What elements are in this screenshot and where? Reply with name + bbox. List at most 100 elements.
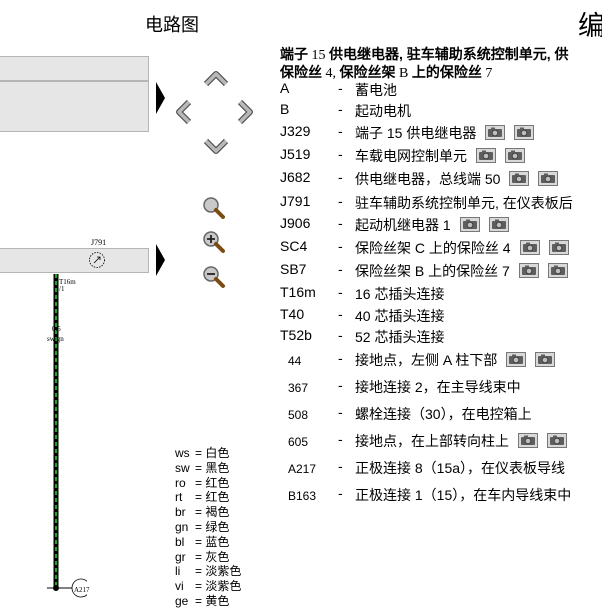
magnifier-icon[interactable] (202, 196, 226, 220)
component-separator: - (338, 306, 343, 322)
component-description: 起动电机 (355, 101, 411, 121)
legend-equals: = (195, 534, 206, 549)
legend-equals: = (195, 446, 206, 460)
camera-icon[interactable] (518, 433, 538, 448)
component-description: 52 芯插头连接 (355, 327, 444, 347)
component-description: 保险丝架 C 上的保险丝 4 (355, 238, 569, 258)
camera-icon[interactable] (547, 433, 567, 448)
legend-item: ws= 白色 (175, 446, 241, 461)
camera-icon[interactable] (547, 263, 568, 278)
component-j791-box[interactable] (0, 248, 149, 273)
header-text-run: B (395, 66, 412, 81)
header-text-run: 端子 (280, 46, 308, 62)
component-code: J906 (280, 215, 311, 231)
legend-name: 白色 (205, 446, 230, 460)
component-description-text: 驻车辅助系统控制单元, 在仪表板后 (355, 195, 573, 211)
wire-size-label: 0.5 (52, 325, 61, 333)
legend-equals: = (195, 564, 206, 579)
component-code: B (280, 101, 290, 117)
component-description: 16 芯插头连接 (355, 284, 444, 304)
camera-icon[interactable] (509, 171, 530, 186)
chevron-left-icon[interactable] (170, 98, 198, 126)
camera-icon[interactable] (476, 148, 496, 163)
camera-icon[interactable] (488, 217, 509, 232)
chevron-right-icon[interactable] (231, 98, 259, 126)
camera-icon[interactable] (514, 125, 535, 140)
legend-code: li (175, 564, 181, 579)
zoom-in-icon[interactable] (202, 230, 226, 254)
legend-code: vi (175, 579, 184, 594)
camera-icon[interactable] (548, 240, 569, 255)
zoom-out-icon[interactable] (202, 265, 226, 289)
component-description-text: 正极连接 1（15），在车内导线束中 (355, 487, 572, 503)
component-separator: - (338, 404, 343, 420)
component-label-j791: J791 (91, 238, 107, 247)
legend-name: 蓝色 (205, 534, 230, 549)
camera-icon[interactable] (459, 217, 480, 232)
component-description-text: 正极连接 8（15a），在仪表板导线 (355, 460, 566, 476)
header-text-run: 4, (322, 66, 340, 81)
diagram-panel-top[interactable] (0, 56, 149, 81)
legend-item: ge= 黄色 (175, 594, 241, 609)
component-separator: - (338, 261, 343, 277)
legend-name: 褐色 (205, 505, 230, 520)
diagram-panel-main[interactable] (0, 81, 149, 132)
component-description-text: 起动机继电器 1 (355, 217, 451, 233)
component-description: 起动机继电器 1 (355, 215, 509, 235)
component-description-text: 供电继电器，总线端 50 (355, 171, 501, 187)
component-description-text: 螺栓连接（30），在电控箱上 (355, 406, 532, 422)
legend-code: ge (175, 593, 189, 608)
legend-equals: = (195, 579, 206, 594)
legend-equals: = (195, 549, 206, 564)
component-separator: - (338, 327, 343, 343)
component-separator: - (338, 485, 343, 501)
component-description: 正极连接 8（15a），在仪表板导线 (355, 458, 565, 478)
legend-name: 灰色 (205, 549, 230, 564)
component-separator: - (338, 458, 343, 474)
camera-icon[interactable] (485, 125, 506, 140)
component-separator: - (338, 431, 343, 447)
legend-equals: = (195, 475, 206, 490)
legend-name: 黑色 (205, 460, 230, 475)
camera-icon[interactable] (518, 263, 539, 278)
camera-icon[interactable] (538, 171, 559, 186)
chevron-up-icon[interactable] (202, 64, 230, 92)
legend-item: gn= 绿色 (175, 520, 241, 535)
component-description: 接地连接 2，在主导线束中 (355, 377, 521, 397)
legend-code: gn (175, 519, 189, 534)
chevron-down-icon[interactable] (202, 133, 230, 161)
component-code: A217 (288, 462, 317, 476)
legend-item: vi= 淡紫色 (175, 579, 241, 594)
component-code: 605 (288, 435, 309, 449)
legend-item: br= 褐色 (175, 505, 241, 520)
component-description: 正极连接 1（15），在车内导线束中 (355, 485, 571, 505)
component-code: J791 (280, 193, 311, 209)
legend-equals: = (195, 490, 206, 505)
component-description: 蓄电池 (355, 80, 397, 100)
component-description-text: 保险丝架 C 上的保险丝 4 (355, 240, 511, 256)
camera-icon[interactable] (505, 148, 525, 163)
page-title: 电路图 (145, 15, 199, 35)
expand-arrow-icon[interactable] (156, 82, 165, 114)
connector-pin: /1 (59, 285, 65, 293)
connector-name: T16m (59, 278, 76, 286)
description-header-line2: 保险丝 4, 保险丝架 B 上的保险丝 7 (280, 62, 492, 82)
legend-item: rt= 红色 (175, 490, 241, 505)
component-description: 接地点，在上部转向柱上 (355, 431, 567, 451)
component-description-text: 接地连接 2，在主导线束中 (355, 379, 521, 395)
component-description: 供电继电器，总线端 50 (355, 169, 559, 189)
component-code: 44 (288, 354, 302, 368)
camera-icon[interactable] (535, 352, 556, 367)
component-code: T52b (280, 327, 312, 343)
wire-color-label: sw/gn (47, 335, 64, 343)
legend-item: li= 淡紫色 (175, 564, 241, 579)
component-code: T40 (280, 306, 305, 322)
wire-sw-gn[interactable] (47, 272, 87, 601)
expand-arrow-icon[interactable] (156, 244, 165, 276)
camera-icon[interactable] (519, 240, 540, 255)
component-code: B163 (288, 489, 317, 503)
component-code: SC4 (280, 238, 308, 254)
component-description-text: 16 芯插头连接 (355, 286, 445, 302)
camera-icon[interactable] (506, 352, 527, 367)
component-code: J682 (280, 169, 311, 185)
